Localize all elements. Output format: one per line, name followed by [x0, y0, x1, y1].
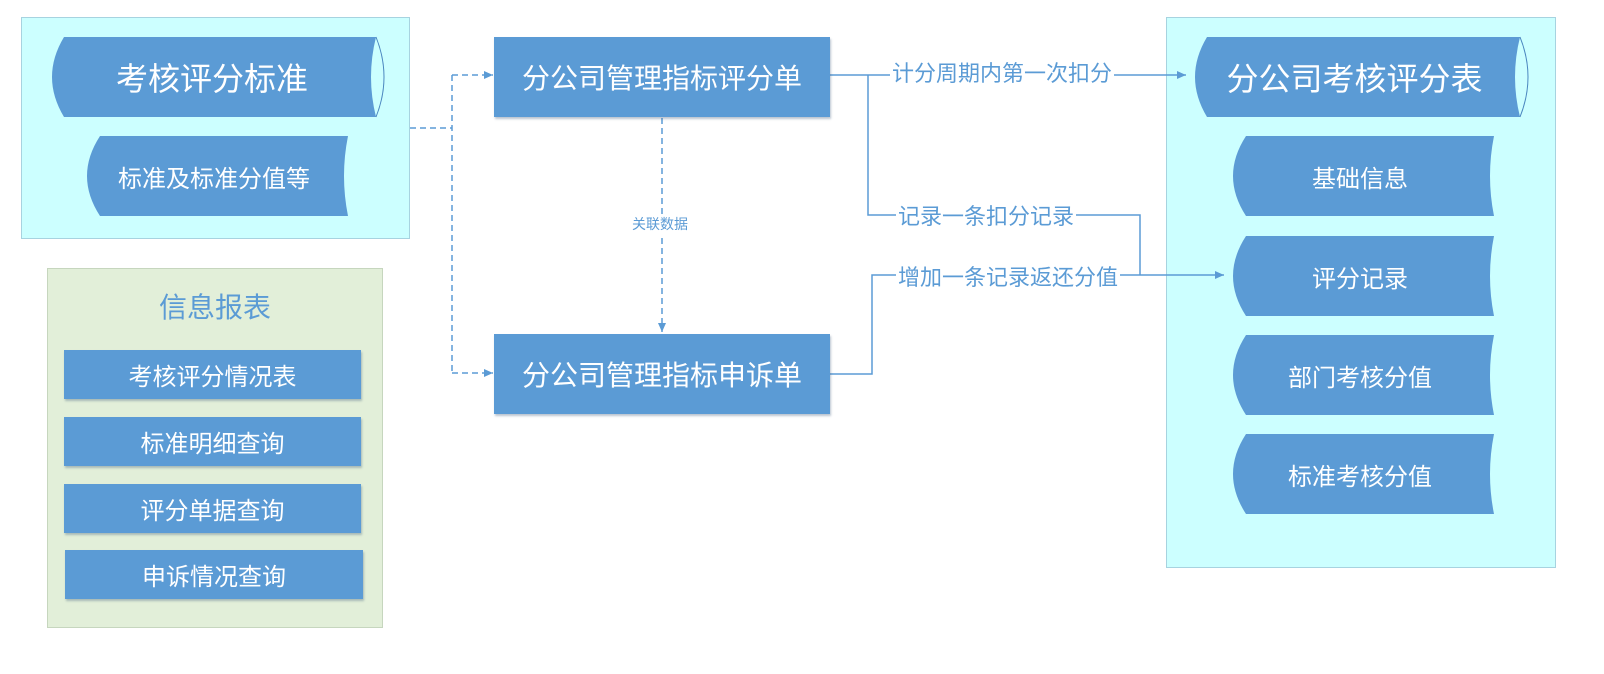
score-table-title-shape [1195, 37, 1520, 117]
appeal-form[interactable]: 分公司管理指标申诉单 [494, 334, 830, 414]
report-item-appeal-query[interactable]: 申诉情况查询 [65, 550, 363, 599]
edge-label-first-deduction: 计分周期内第一次扣分 [890, 62, 1115, 87]
report-item-assessment-summary[interactable]: 考核评分情况表 [64, 350, 361, 399]
score-item-shape-1 [1233, 136, 1494, 216]
scoring-form[interactable]: 分公司管理指标评分单 [494, 37, 830, 117]
score-item-department-values: 部门考核分值 [1288, 363, 1432, 392]
edge-standards-to-forms [410, 75, 453, 373]
edge-label-add-return-record: 增加一条记录返还分值 [896, 266, 1121, 291]
score-item-standard-values: 标准考核分值 [1288, 462, 1432, 491]
reports-title: 信息报表 [158, 291, 271, 324]
edge-label-record-deduction: 记录一条扣分记录 [896, 205, 1077, 230]
report-item-standard-detail-query[interactable]: 标准明细查询 [64, 417, 361, 466]
score-table-title: 分公司考核评分表 [1226, 60, 1483, 98]
score-item-basic-info: 基础信息 [1312, 164, 1408, 193]
standards-title: 考核评分标准 [115, 60, 308, 98]
edge-label-related-data: 关联数据 [630, 216, 690, 234]
standards-item-shape [87, 136, 348, 216]
score-item-shape-2 [1233, 236, 1494, 316]
report-item-score-document-query[interactable]: 评分单据查询 [64, 484, 361, 533]
standards-title-shape [52, 37, 376, 117]
standards-item: 标准及标准分值等 [118, 164, 310, 193]
score-item-shape-4 [1233, 434, 1494, 514]
score-item-score-records: 评分记录 [1312, 264, 1408, 293]
score-item-shape-3 [1233, 335, 1494, 415]
